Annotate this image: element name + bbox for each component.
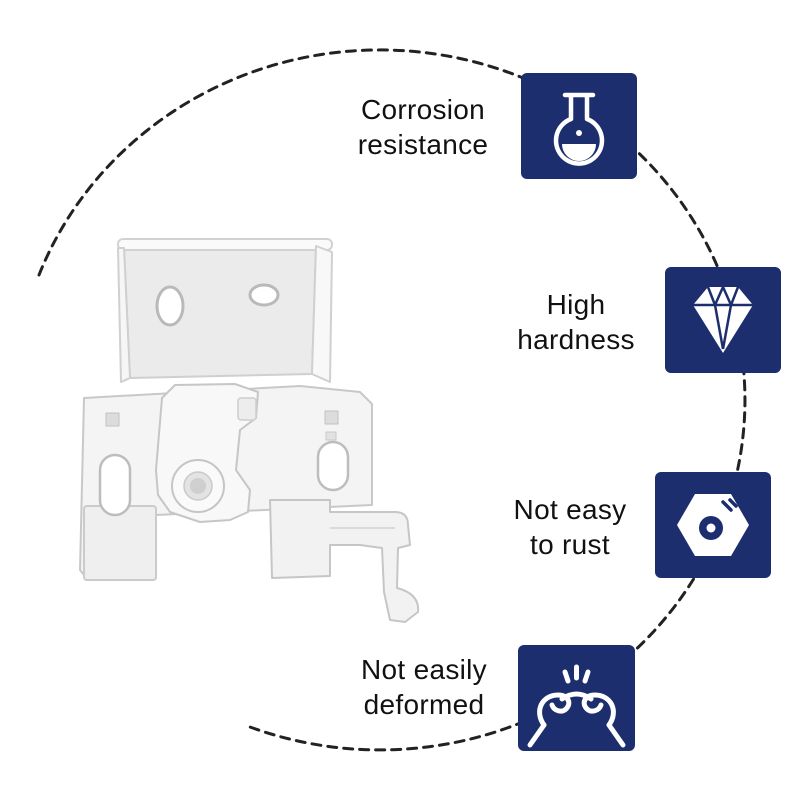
diamond-icon <box>665 267 781 373</box>
flask-icon-graphic <box>553 92 605 166</box>
bracket-round-hole <box>248 283 280 307</box>
feature-label-corrosion: Corrosion resistance <box>338 92 508 162</box>
bracket-right-flange <box>311 245 333 383</box>
bracket-square-notch-right <box>324 410 339 425</box>
flask-icon <box>521 73 637 179</box>
bracket-right-slot <box>316 440 350 492</box>
bracket-small-notch <box>325 431 337 441</box>
feature-label-line: to rust <box>530 529 610 560</box>
bracket-square-notch-left <box>105 412 120 427</box>
bracket-left-leg <box>83 505 157 581</box>
feature-label-line: Not easy <box>513 494 627 525</box>
feature-label-line: resistance <box>357 129 489 160</box>
bracket-nut-hole <box>190 478 206 494</box>
feature-label-line: hardness <box>517 324 635 355</box>
feature-label-line: Corrosion <box>360 94 486 125</box>
feature-label-hardness: High hardness <box>496 287 656 357</box>
bracket-lever-tip <box>237 397 257 421</box>
bracket-hook-tab <box>269 499 420 623</box>
product-bracket <box>79 238 420 623</box>
bracket-left-slot <box>98 453 132 517</box>
bent-chain-icon <box>518 645 635 751</box>
bracket-back-plate <box>123 245 317 379</box>
bent-chain-icon-graphic <box>527 664 626 748</box>
bracket-left-edge <box>117 247 131 383</box>
feature-label-line: deformed <box>363 689 485 720</box>
bracket-slot-hole <box>155 285 185 327</box>
feature-label-rust: Not easy to rust <box>490 492 650 562</box>
feature-label-line: High <box>546 289 606 320</box>
feature-label-deformed: Not easily deformed <box>338 652 510 722</box>
hex-nut-icon-graphic <box>677 494 749 556</box>
feature-label-line: Not easily <box>361 654 487 685</box>
diamond-icon-graphic <box>693 285 753 353</box>
hex-nut-icon <box>655 472 771 578</box>
bracket-top-rim <box>117 238 333 251</box>
